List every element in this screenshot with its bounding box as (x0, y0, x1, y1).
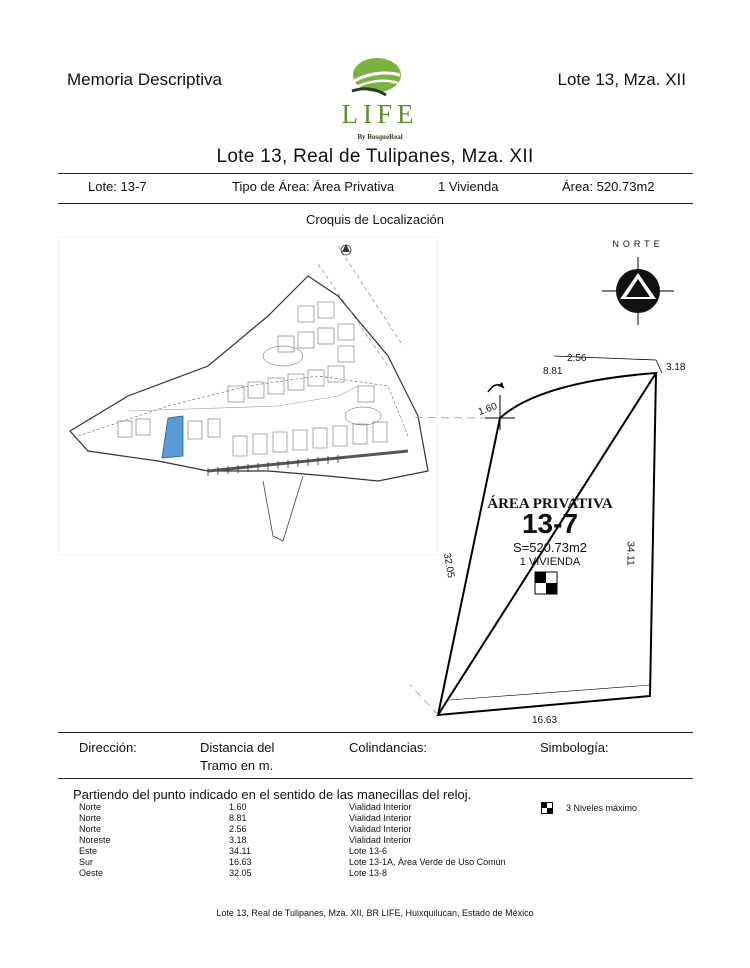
col-distancia-line2: Tramo en m. (200, 758, 274, 773)
plan-units: 1 VIVIENDA (519, 556, 581, 568)
table-cell-dist: 16.63 (229, 857, 252, 867)
divider (58, 173, 693, 174)
plan-heading: ÁREA PRIVATIVA (487, 496, 613, 512)
dim-label: 34.11 (624, 541, 636, 566)
plan-surface: S=520.73m2 (512, 540, 588, 555)
info-vivienda: 1 Vivienda (438, 179, 499, 194)
main-title: Lote 13, Real de Tulipanes, Mza. XII (216, 146, 534, 167)
table-cell-col: Vialidad Interior (349, 824, 412, 834)
divider (58, 732, 693, 733)
table-cell-dir: Norte (79, 802, 102, 812)
dim-label: 8.81 (543, 366, 563, 377)
footer-address: Lote 13, Real de Tulipanes, Mza. XII, BR… (216, 908, 534, 918)
table-cell-dist: 34.11 (229, 846, 251, 856)
info-tipo: Tipo de Área: Área Privativa (232, 179, 395, 194)
table-cell-col: Lote 13-6 (349, 846, 388, 856)
table-cell-col: Lote 13-1A, Área Verde de Uso Común (349, 857, 506, 867)
life-logo: LIFE By BosqueReal (330, 55, 430, 147)
divider (58, 203, 693, 204)
plan-lot-id: 13-7 (521, 508, 579, 539)
table-cell-dist: 32.05 (229, 868, 252, 878)
document-heading-left: Memoria Descriptiva (67, 70, 222, 89)
three-levels-icon (541, 802, 553, 814)
divider (58, 778, 693, 779)
north-indicator: NORTE (590, 237, 686, 337)
table-cell-dir: Norte (79, 824, 102, 834)
table-cell-dist: 1.60 (229, 802, 247, 812)
col-simbologia: Simbología: (540, 740, 609, 755)
col-distancia: Distancia del Tramo en m. (200, 739, 274, 775)
table-cell-col: Lote 13-8 (349, 868, 388, 878)
info-area: Área: 520.73m2 (562, 179, 655, 194)
col-direccion: Dirección: (79, 740, 137, 755)
leaf-logo-icon (351, 58, 401, 97)
logo-subtext: By BosqueReal (357, 133, 403, 141)
table-cell-dist: 2.56 (229, 824, 247, 834)
dim-label: 3.18 (666, 362, 686, 373)
lot-13-7-highlight (161, 415, 184, 459)
col-distancia-line1: Distancia del (200, 740, 275, 755)
croquis-title: Croquis de Localización (305, 212, 445, 227)
partiendo-text: Partiendo del punto indicado en el senti… (73, 787, 472, 802)
table-cell-dir: Noreste (79, 835, 111, 845)
info-lote: Lote: 13-7 (88, 179, 147, 194)
document-heading-right: Lote 13, Mza. XII (557, 70, 686, 89)
table-cell-dir: Sur (79, 857, 94, 867)
table-cell-col: Vialidad Interior (349, 835, 412, 845)
table-cell-dir: Norte (79, 813, 102, 823)
table-cell-col: Vialidad Interior (349, 813, 412, 823)
lot-plan-drawing: ÁREA PRIVATIVA 13-7 S=520.73m2 1 VIVIEND… (410, 340, 700, 730)
table-cell-dir: Oeste (79, 868, 104, 878)
symbol-label: 3 Niveles máximo (566, 803, 638, 813)
dim-label: 2.56 (567, 353, 587, 364)
col-colindancias: Colindancias: (349, 740, 428, 755)
north-arrow-icon (602, 257, 674, 325)
dim-label: 16.63 (532, 715, 558, 726)
north-label: NORTE (612, 239, 664, 249)
table-cell-col: Vialidad Interior (349, 802, 412, 812)
table-cell-dist: 8.81 (229, 813, 247, 823)
site-plan-map (57, 235, 439, 557)
logo-text: LIFE (341, 99, 419, 129)
table-cell-dist: 3.18 (229, 835, 247, 845)
table-cell-dir: Este (79, 846, 98, 856)
